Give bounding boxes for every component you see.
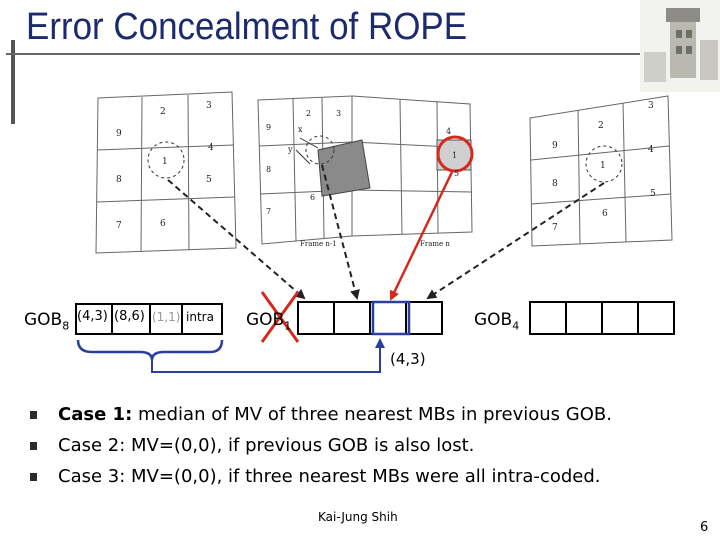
middle-grid-num: 3 xyxy=(336,109,341,118)
author-footer: Kai-Jung Shih xyxy=(318,510,398,524)
bullet-square-icon xyxy=(30,411,37,419)
right-grid-num: 5 xyxy=(650,189,656,199)
middle-grid-num: 1 xyxy=(452,151,457,160)
blue-arrow xyxy=(152,340,380,372)
middle-grid-num: 9 xyxy=(266,123,271,132)
middle-grid-num: 4 xyxy=(446,127,451,136)
frame-label: Frame n xyxy=(420,240,450,248)
right-grid-num: 2 xyxy=(598,121,604,131)
middle-axis-label: y xyxy=(287,145,293,154)
gob4-row xyxy=(530,302,674,334)
gob8-cell-mv: (4,3) xyxy=(77,309,108,324)
bullet-square-icon xyxy=(30,473,37,481)
left-grid-num: 6 xyxy=(160,219,166,229)
gob1-label: GOB1 xyxy=(246,310,291,332)
right-grid-num: 3 xyxy=(648,101,654,111)
left-grid-num: 1 xyxy=(162,157,168,167)
right-grid-num: 4 xyxy=(648,145,654,155)
right-grid-num: 1 xyxy=(600,161,606,171)
case-item: Case 1: median of MV of three nearest MB… xyxy=(30,404,612,435)
gob4-label: GOB4 xyxy=(474,310,519,332)
left-grid-num: 5 xyxy=(206,175,212,185)
left-grid-num: 2 xyxy=(160,107,166,117)
right-grid-num: 9 xyxy=(552,141,558,151)
middle-grid-num: 6 xyxy=(310,193,315,202)
gob1-row xyxy=(298,302,442,334)
middle-grid-num: 8 xyxy=(266,165,271,174)
left-grid-num: 3 xyxy=(206,101,212,111)
middle-grid-num: 5 xyxy=(454,169,459,178)
right-grid-num: 6 xyxy=(602,209,608,219)
dashed-arrow-right xyxy=(428,183,604,298)
concealed-mv-label: (4,3) xyxy=(390,350,426,368)
page-number: 6 xyxy=(700,520,708,535)
left-grid-num: 9 xyxy=(116,129,122,139)
right-grid-num: 8 xyxy=(552,179,558,189)
case-list: Case 1: median of MV of three nearest MB… xyxy=(30,404,612,497)
left-grid-num: 8 xyxy=(116,175,122,185)
case-item: Case 2: MV=(0,0), if previous GOB is als… xyxy=(30,435,612,466)
gob8-label: GOB8 xyxy=(24,310,69,332)
bullet-square-icon xyxy=(30,442,37,450)
case-item: Case 3: MV=(0,0), if three nearest MBs w… xyxy=(30,466,612,497)
gob8-cell-intra: intra xyxy=(186,310,214,324)
middle-grid-num: 7 xyxy=(266,207,271,216)
frame-label: Frame n-1 xyxy=(300,240,337,248)
gob8-cell-mv: (1,1) xyxy=(152,310,180,324)
right-grid-num: 7 xyxy=(552,223,558,233)
left-grid-num: 4 xyxy=(208,143,214,153)
gob8-cell-mv: (8,6) xyxy=(114,309,145,324)
blue-bracket xyxy=(78,340,222,360)
middle-grid-num: 2 xyxy=(306,109,311,118)
left-grid-num: 7 xyxy=(116,221,122,231)
middle-axis-label: x xyxy=(298,125,303,134)
